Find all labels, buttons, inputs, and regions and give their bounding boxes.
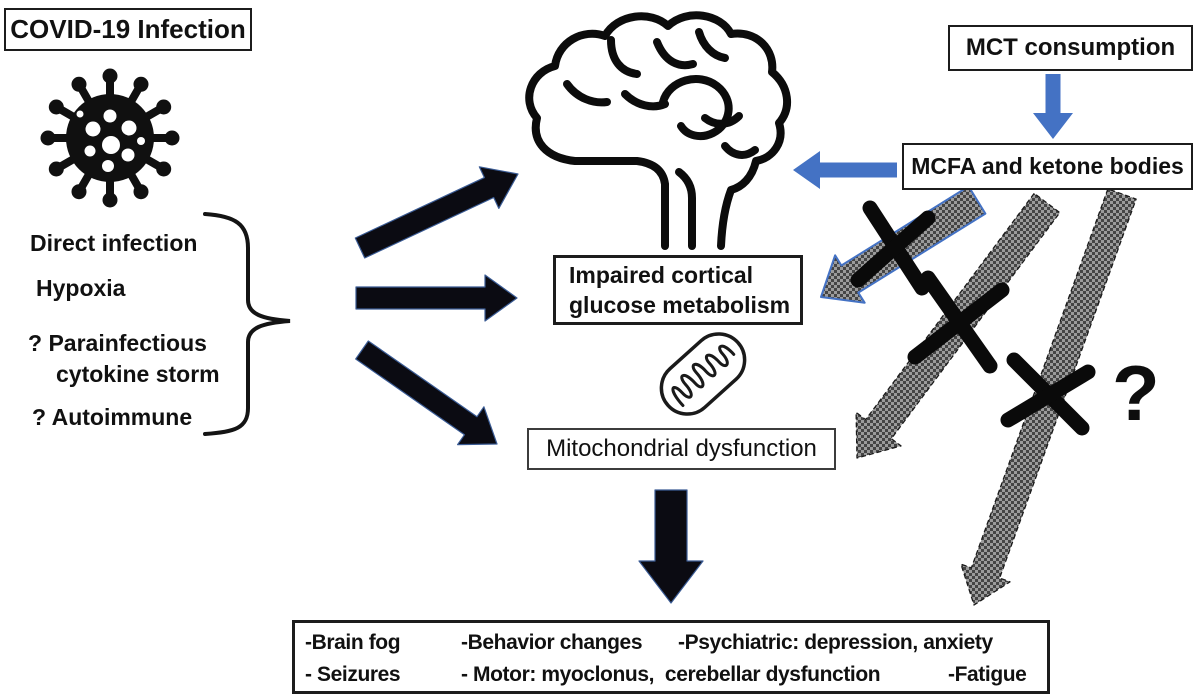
outcome-psychiatric: -Psychiatric: depression, anxiety bbox=[678, 631, 993, 654]
mct-arrow-to-mcfa bbox=[1033, 74, 1073, 139]
outcome-fatigue: -Fatigue bbox=[948, 663, 1027, 686]
covid-infection-label: COVID-19 Infection bbox=[10, 14, 246, 44]
cause-parainfectious: ? Parainfectious bbox=[28, 330, 207, 356]
covid-infection-box: COVID-19 Infection bbox=[4, 8, 252, 51]
x-mark-1 bbox=[850, 200, 936, 296]
mcfa-arrow-to-brain bbox=[793, 151, 897, 189]
cause-autoimmune: ? Autoimmune bbox=[32, 404, 193, 430]
cause-cytokine-storm: cytokine storm bbox=[56, 361, 220, 387]
outcomes-box: -Brain fog -Behavior changes -Psychiatri… bbox=[292, 620, 1050, 694]
mitochondria-icon bbox=[659, 332, 747, 416]
dysfunction-arrow-to-outcomes bbox=[638, 489, 704, 604]
uncertainty-question-mark: ? bbox=[1112, 349, 1160, 437]
outcome-seizures: - Seizures bbox=[305, 663, 401, 686]
mcfa-ketone-box: MCFA and ketone bodies bbox=[902, 143, 1193, 190]
impaired-glucose-box: Impaired cortical glucose metabolism bbox=[553, 255, 803, 325]
outcome-motor: - Motor: myoclonus, cerebellar dysfuncti… bbox=[461, 663, 881, 686]
brain-icon bbox=[525, 11, 792, 250]
mct-consumption-box: MCT consumption bbox=[948, 25, 1193, 71]
cause-arrow-to-mitochondria-box bbox=[355, 340, 498, 446]
impaired-glucose-line2: glucose metabolism bbox=[569, 292, 791, 318]
cause-arrow-to-brain bbox=[354, 166, 519, 259]
impaired-glucose-line1: Impaired cortical bbox=[569, 262, 754, 288]
causes-brace bbox=[203, 212, 291, 436]
mct-consumption-label: MCT consumption bbox=[965, 34, 1176, 61]
outcome-brain-fog: -Brain fog bbox=[305, 631, 401, 654]
cause-hypoxia: Hypoxia bbox=[36, 275, 126, 301]
cause-direct-infection: Direct infection bbox=[30, 230, 198, 256]
x-mark-3 bbox=[1000, 352, 1096, 436]
mitochondrial-dysfunction-label: Mitochondrial dysfunction bbox=[546, 435, 817, 462]
outcome-behavior: -Behavior changes bbox=[461, 631, 643, 654]
mcfa-ketone-label: MCFA and ketone bodies bbox=[911, 153, 1184, 179]
coronavirus-icon bbox=[40, 68, 180, 208]
mitochondrial-dysfunction-box: Mitochondrial dysfunction bbox=[527, 428, 836, 470]
x-mark-2 bbox=[907, 270, 1010, 374]
cause-arrow-to-glucose-box bbox=[355, 274, 518, 322]
